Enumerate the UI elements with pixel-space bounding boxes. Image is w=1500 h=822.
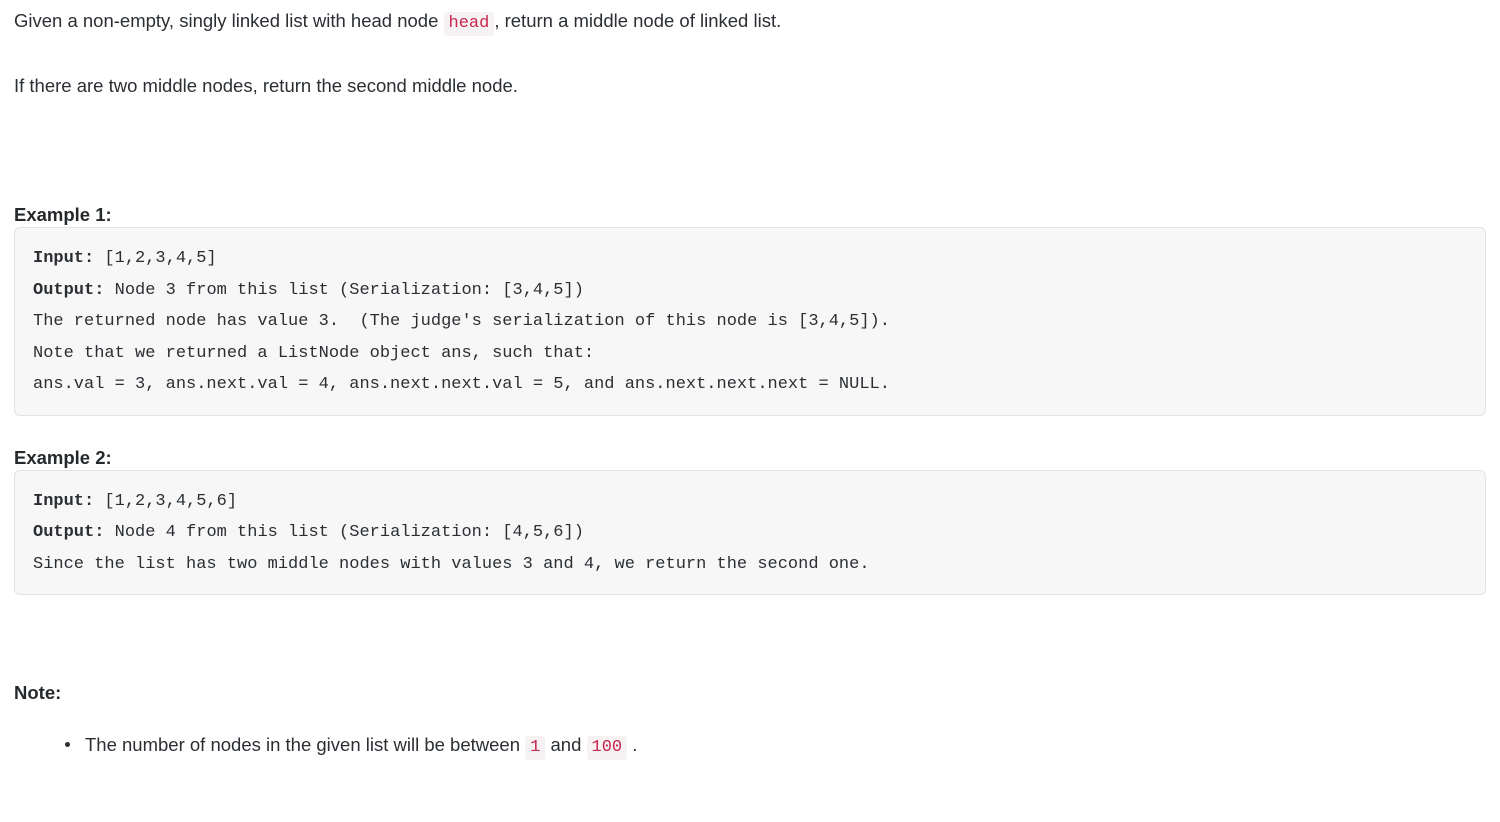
- example-1-input-label: Input:: [33, 249, 95, 268]
- example-2-input-label: Input:: [33, 491, 95, 511]
- note-text-before: The number of nodes in the given list wi…: [85, 734, 521, 755]
- note-heading: Note:: [14, 682, 62, 703]
- note-list: The number of nodes in the given list wi…: [14, 731, 1486, 762]
- note-text-middle: and: [550, 734, 582, 755]
- example-2-input-value: [1,2,3,4,5,6]: [94, 491, 238, 511]
- example-1-code-block: Input: [1,2,3,4,5] Output: Node 3 from t…: [14, 227, 1486, 416]
- intro-paragraph-2: If there are two middle nodes, return th…: [14, 75, 518, 96]
- note-section: The number of nodes in the given list wi…: [14, 705, 1486, 762]
- example-1-input-value: [1,2,3,4,5]: [94, 249, 217, 268]
- note-text-after: .: [632, 734, 638, 755]
- inline-code-min: 1: [525, 736, 546, 760]
- intro-text-after-code: , return a middle node of linked list.: [494, 10, 782, 31]
- example-2-output-value: Node 4 from this list (Serialization: [4…: [104, 523, 584, 542]
- problem-description-page: Given a non-empty, singly linked list wi…: [14, 0, 1486, 762]
- intro-paragraph-1: Given a non-empty, singly linked list wi…: [14, 0, 1486, 37]
- example-1-explanation: The returned node has value 3. (The judg…: [33, 312, 890, 394]
- inline-code-head: head: [443, 12, 495, 36]
- intro-text-before-code: Given a non-empty, singly linked list wi…: [14, 10, 439, 31]
- inline-code-max: 100: [586, 736, 628, 760]
- example-2-explanation: Since the list has two middle nodes with…: [33, 554, 870, 574]
- example-1-output-value: Node 3 from this list (Serialization: [3…: [104, 280, 584, 300]
- example-1-heading: Example 1:: [14, 204, 112, 225]
- example-1-output-label: Output:: [33, 280, 105, 300]
- list-item: The number of nodes in the given list wi…: [65, 731, 1486, 762]
- example-2-code-block: Input: [1,2,3,4,5,6] Output: Node 4 from…: [14, 469, 1486, 595]
- example-2-heading: Example 2:: [14, 446, 112, 468]
- example-2-output-label: Output:: [33, 523, 105, 542]
